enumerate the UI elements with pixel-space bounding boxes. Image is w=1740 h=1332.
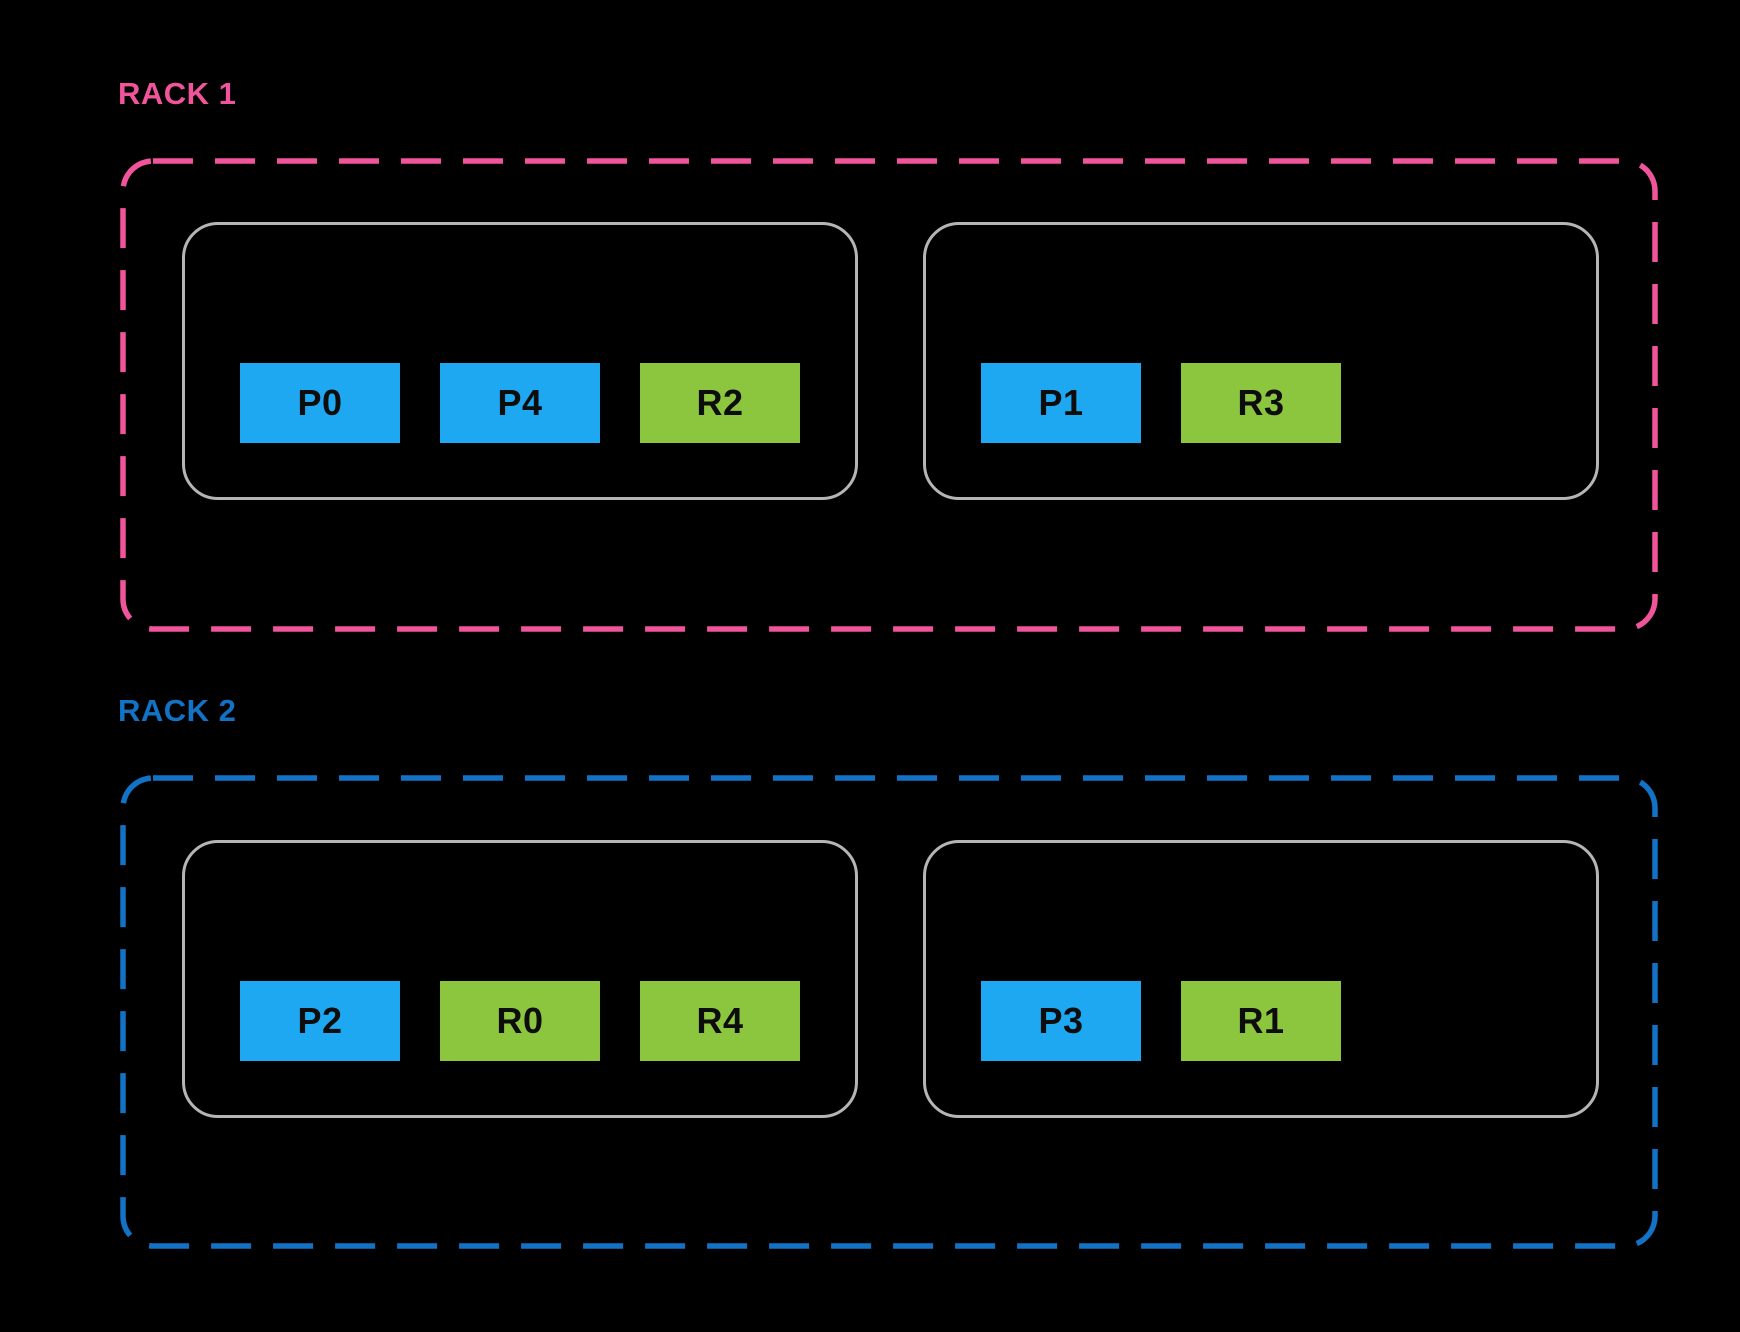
rack-1-host-1: P0 P4 R2	[182, 222, 858, 500]
shard-block-p2: P2	[240, 981, 400, 1061]
rack-2-host-2: P3 R1	[923, 840, 1599, 1118]
shard-block-r4: R4	[640, 981, 800, 1061]
shard-block-r3: R3	[1181, 363, 1341, 443]
rack-1-dashed-border	[120, 158, 1658, 632]
rack-2-boundary	[120, 775, 1658, 1249]
rack-2-dashed-border	[120, 775, 1658, 1249]
shard-block-p0: P0	[240, 363, 400, 443]
rack-1-host-2: P1 R3	[923, 222, 1599, 500]
shard-block-p3: P3	[981, 981, 1141, 1061]
rack-2-label: RACK 2	[118, 693, 237, 728]
shard-block-p4: P4	[440, 363, 600, 443]
rack-1-boundary	[120, 158, 1658, 632]
shard-block-p1: P1	[981, 363, 1141, 443]
shard-block-r2: R2	[640, 363, 800, 443]
rack-2-host-1: P2 R0 R4	[182, 840, 858, 1118]
shard-block-r0: R0	[440, 981, 600, 1061]
shard-block-r1: R1	[1181, 981, 1341, 1061]
rack-1-label: RACK 1	[118, 76, 237, 111]
